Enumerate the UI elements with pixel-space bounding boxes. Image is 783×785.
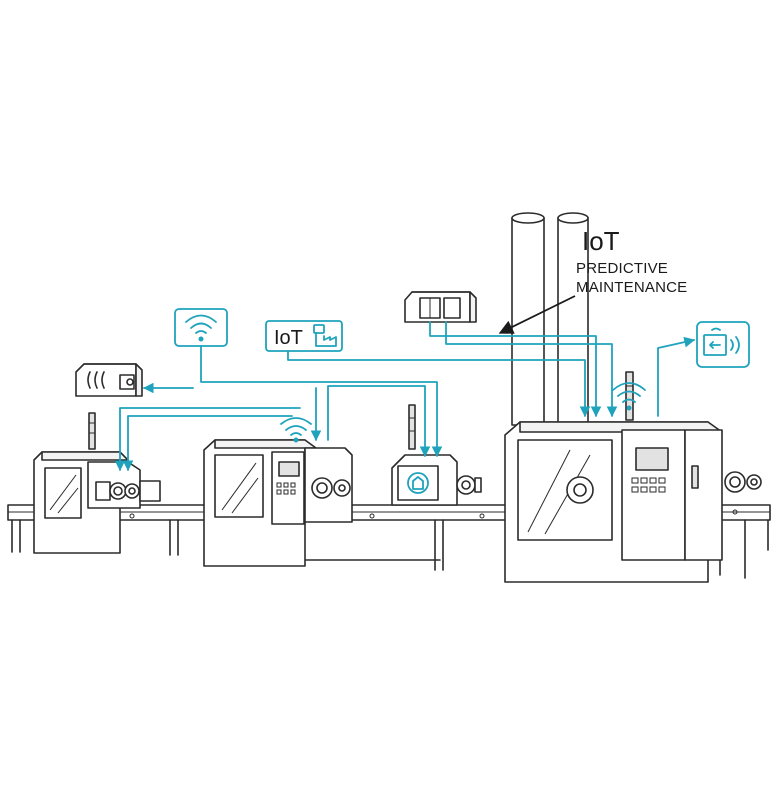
factory-chat-icon bbox=[313, 324, 337, 347]
data-connections bbox=[114, 321, 696, 472]
label-pointer-arrow bbox=[498, 295, 576, 334]
machine-sensor-icon bbox=[407, 472, 429, 494]
stack-light-icon bbox=[625, 371, 634, 421]
wifi-icon bbox=[174, 308, 228, 347]
iot-badge-box: IoT bbox=[265, 320, 343, 352]
machine-2 bbox=[203, 439, 353, 567]
iot-badge-label: IoT bbox=[274, 327, 303, 349]
wifi-icon bbox=[612, 382, 646, 411]
wifi-icon bbox=[280, 417, 312, 443]
machine-4 bbox=[504, 421, 762, 583]
machine-3 bbox=[391, 454, 482, 506]
sensor-module-icon bbox=[75, 363, 143, 397]
transmitter-icon bbox=[696, 321, 750, 368]
sensor-module-icon bbox=[404, 291, 477, 323]
iot-predictive-maintenance-label: IoT PREDICTIVE MAINTENANCE bbox=[498, 226, 687, 334]
smokestacks bbox=[511, 212, 589, 426]
caption-line-1: PREDICTIVE bbox=[576, 260, 668, 277]
stack-light-icon bbox=[88, 412, 96, 450]
machine-1 bbox=[33, 451, 161, 554]
caption-line-2: MAINTENANCE bbox=[576, 279, 687, 296]
stack-light-icon bbox=[408, 404, 416, 450]
iot-title: IoT bbox=[582, 226, 620, 256]
